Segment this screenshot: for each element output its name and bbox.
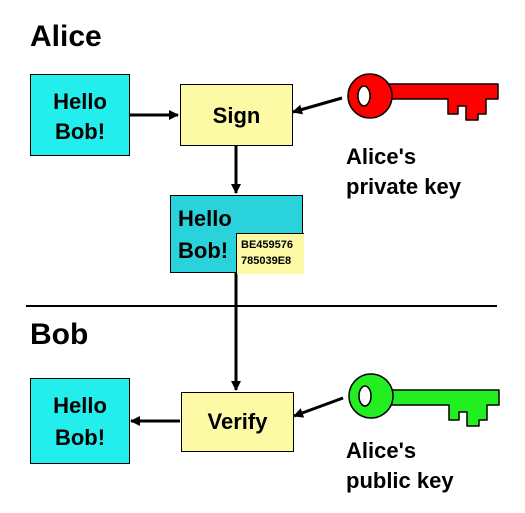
alice-message-line-2: Bob! (54, 119, 106, 144)
bob-title: Bob (30, 318, 89, 351)
private-key-label-line-1: Alice's (346, 144, 417, 169)
bob-message-box: Hello Bob! (30, 378, 130, 464)
signature-line-2: 785039E8 (241, 255, 292, 267)
sign-box: Sign (180, 84, 293, 146)
bob-message-line-2: Bob! (54, 425, 106, 450)
signature-box: BE459576 785039E8 (236, 233, 304, 274)
bob-message-line-1: Hello (53, 393, 107, 418)
signed-message-line-2: Bob! (178, 238, 229, 263)
private-key-label-line-2: private key (346, 174, 461, 199)
signed-message-box: Hello Bob! BE459576 785039E8 (170, 195, 304, 274)
verify-box: Verify (181, 392, 294, 452)
alice-message-box: Hello Bob! (30, 74, 130, 156)
arrow-private-key-to-sign (292, 96, 343, 115)
public-key-icon (348, 373, 500, 427)
public-key-label-line-2: public key (346, 468, 454, 493)
alice-message-line-1: Hello (53, 89, 107, 114)
public-key-label-line-1: Alice's (346, 438, 417, 463)
sign-label: Sign (212, 103, 261, 128)
alice-title: Alice (30, 20, 102, 53)
signed-message-line-1: Hello (178, 206, 232, 231)
verify-label: Verify (207, 409, 268, 434)
arrow-public-key-to-verify (293, 396, 344, 418)
signature-line-1: BE459576 (241, 239, 293, 251)
private-key-icon (347, 73, 499, 121)
